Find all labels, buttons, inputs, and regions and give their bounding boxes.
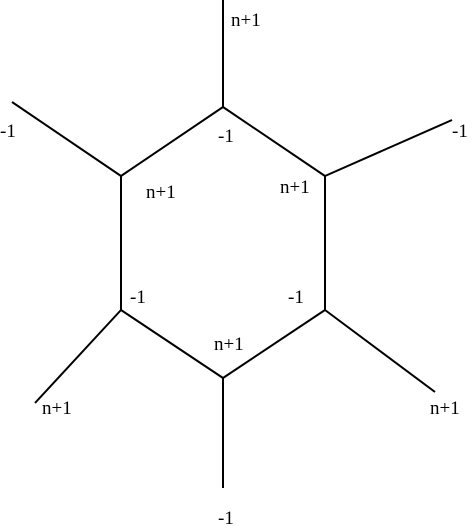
spoke-lower-right xyxy=(324,309,436,393)
label-outer-lower-right: n+1 xyxy=(430,398,460,419)
edge-lower-right-bottom xyxy=(222,309,326,379)
label-outer-bottom: -1 xyxy=(218,508,234,526)
spoke-upper-left xyxy=(11,101,122,177)
label-inner-bottom: n+1 xyxy=(214,334,244,355)
label-inner-lower-left: -1 xyxy=(130,287,146,308)
spoke-lower-left xyxy=(34,309,122,404)
label-inner-upper-right: n+1 xyxy=(280,177,310,198)
edge-top-upper-right xyxy=(222,106,326,177)
label-outer-upper-right: -1 xyxy=(452,121,468,142)
spoke-upper-right xyxy=(324,119,453,177)
inner-labels: -1 n+1 n+1 -1 -1 n+1 xyxy=(130,126,310,355)
label-inner-top: -1 xyxy=(218,126,234,147)
outer-labels: n+1 -1 -1 n+1 n+1 -1 xyxy=(0,10,468,526)
edge-bottom-lower-left xyxy=(120,309,224,379)
label-inner-lower-right: -1 xyxy=(288,287,304,308)
outer-spokes xyxy=(11,0,453,488)
label-inner-upper-left: n+1 xyxy=(146,182,176,203)
label-outer-top: n+1 xyxy=(231,10,261,31)
hexagon-ring xyxy=(120,106,326,379)
label-outer-upper-left: -1 xyxy=(0,121,16,142)
label-outer-lower-left: n+1 xyxy=(42,398,72,419)
edge-upper-left-top xyxy=(120,106,224,177)
